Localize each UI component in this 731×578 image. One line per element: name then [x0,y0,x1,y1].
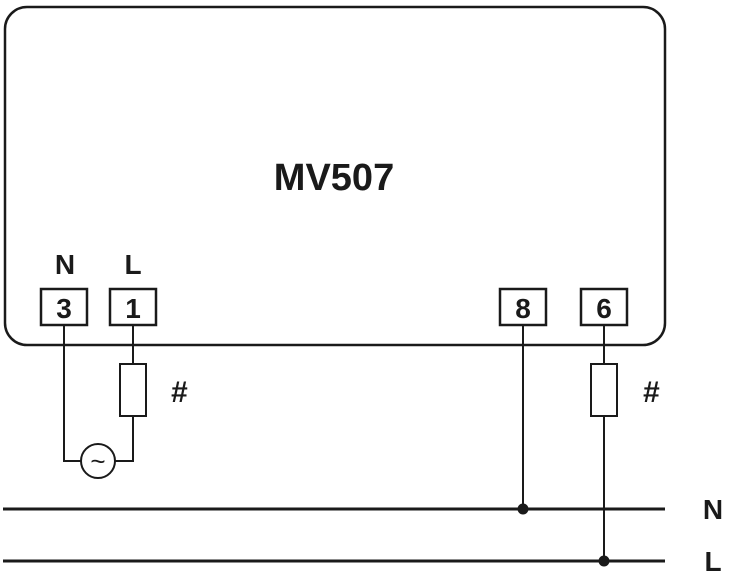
ac-source-symbol: ~ [90,446,105,476]
terminal-3-number: 3 [56,293,72,324]
terminal-6-number: 6 [596,293,612,324]
device-enclosure [3,5,667,347]
terminal-3: 3 [39,287,89,327]
ac-source-icon [80,443,116,479]
bus-line-l-label: L [704,546,721,577]
terminal-1-number: 1 [125,293,141,324]
bus-line-n-label: N [703,494,723,525]
terminal-8-number: 8 [515,293,531,324]
device-title: MV507 [274,157,394,199]
fuse-2 [590,363,618,417]
terminal-1: 1 [108,287,158,327]
fuse-2-symbol: # [643,376,660,409]
fuse-1-symbol: # [171,376,188,409]
terminal-6: 6 [579,287,629,327]
terminal-3-label: N [55,249,75,280]
wire-terminal-1-lower [115,416,134,462]
fuse-1 [119,363,147,417]
terminal-1-label: L [124,249,141,280]
terminal-8: 8 [498,287,548,327]
wire-terminal-3 [63,325,81,462]
